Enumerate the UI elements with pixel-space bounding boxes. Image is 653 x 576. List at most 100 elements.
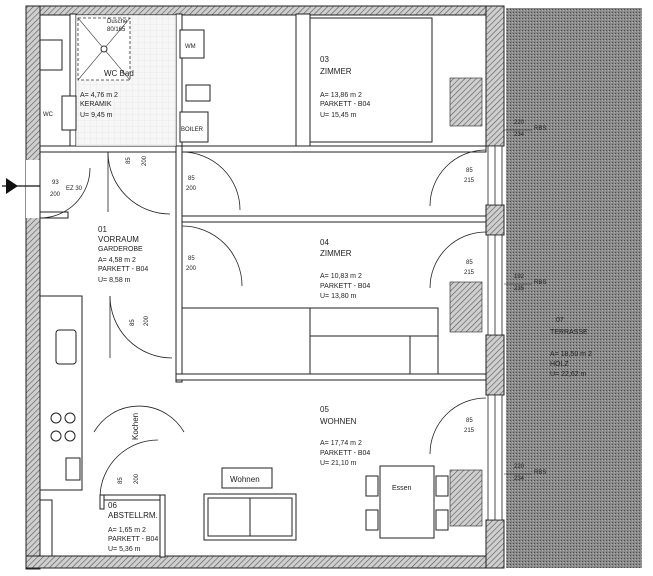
blinds-wohnen bbox=[449, 469, 483, 527]
wall-right-2 bbox=[485, 204, 505, 236]
chair-2 bbox=[365, 509, 379, 531]
z2-window-h: 215 bbox=[464, 270, 475, 276]
bad-door-h: 200 bbox=[142, 155, 148, 166]
toilet bbox=[39, 39, 63, 71]
kitchen-sink bbox=[55, 329, 77, 365]
wohnen-name: WOHNEN bbox=[320, 417, 357, 426]
fridge bbox=[65, 457, 81, 481]
bad-floor: KERAMIK bbox=[80, 101, 112, 108]
wohnen-window-w: 85 bbox=[466, 418, 473, 424]
bad-door-w: 85 bbox=[126, 157, 132, 164]
bad-area: A= 4,76 m 2 bbox=[80, 92, 118, 99]
entry-door-w: 93 bbox=[52, 180, 59, 186]
z1-window-w: 85 bbox=[466, 168, 473, 174]
hob-icon bbox=[50, 412, 76, 442]
z1-door-w: 85 bbox=[188, 176, 195, 182]
wall-right-4 bbox=[485, 519, 505, 569]
entry-door-ez: EZ 30 bbox=[66, 186, 83, 192]
abstell-shelf bbox=[39, 499, 53, 557]
zimmer-03-floor: PARKETT - B04 bbox=[320, 101, 370, 108]
wohnen-furniture-label: Wohnen bbox=[230, 475, 260, 484]
abstell-door-h: 200 bbox=[134, 473, 140, 484]
vorraum-sub: GARDEROBE bbox=[98, 246, 143, 253]
wc-cistern bbox=[61, 95, 77, 131]
entry-door-h: 200 bbox=[50, 192, 61, 198]
elev-b-tag: RBS bbox=[534, 280, 546, 286]
shower-size: 80/165 bbox=[107, 27, 126, 33]
wc-label: WC bbox=[43, 112, 54, 118]
blinds-z1 bbox=[449, 77, 483, 127]
z2-door-w: 85 bbox=[188, 256, 195, 262]
abstell-perimeter: U= 5,36 m bbox=[108, 546, 141, 553]
door-swing-bad bbox=[107, 151, 171, 215]
door-swing-z2 bbox=[181, 225, 243, 287]
dining-table bbox=[379, 465, 435, 539]
elev-c-top: 220 bbox=[514, 464, 525, 470]
elev-a-tag: RBS bbox=[534, 126, 546, 132]
window-frames bbox=[487, 145, 503, 521]
door-swing-z1 bbox=[181, 151, 241, 211]
kitchen-counter bbox=[39, 295, 83, 491]
wall-left bbox=[25, 5, 41, 570]
z1-door-h: 200 bbox=[186, 186, 197, 192]
wohnen-floor: PARKETT - B04 bbox=[320, 450, 370, 457]
wall-top bbox=[25, 5, 505, 16]
vorraum-perimeter: U= 8,58 m bbox=[98, 277, 131, 284]
elev-c-tag: RBS bbox=[534, 470, 546, 476]
abstell-name: ABSTELLRM. bbox=[108, 511, 158, 520]
window-swing-z2 bbox=[429, 231, 487, 289]
zimmer-04-floor: PARKETT - B04 bbox=[320, 283, 370, 290]
shower-drain-icon bbox=[100, 45, 108, 53]
terrasse-name: TERRASSE bbox=[550, 329, 588, 336]
vr-door-h: 200 bbox=[144, 315, 150, 326]
vr-door-w: 85 bbox=[130, 319, 136, 326]
zimmer-03-area: A= 13,86 m 2 bbox=[320, 92, 362, 99]
vorraum-area: A= 4,58 m 2 bbox=[98, 257, 136, 264]
chair-4 bbox=[435, 509, 449, 531]
zimmer-04-area: A= 10,83 m 2 bbox=[320, 273, 362, 280]
elev-b-bottom: 235 bbox=[514, 286, 525, 292]
wohnen-number: 05 bbox=[320, 405, 329, 414]
bad-perimeter: U= 9,45 m bbox=[80, 112, 113, 119]
interior-walls bbox=[39, 13, 487, 558]
zimmer-04-number: 04 bbox=[320, 238, 329, 247]
wall-right-1 bbox=[485, 5, 505, 147]
door-swing-abstell bbox=[99, 439, 159, 497]
wall-right-3 bbox=[485, 334, 505, 396]
window-swing-z1 bbox=[429, 149, 487, 207]
washing-machine bbox=[179, 29, 205, 59]
terrasse-number: 07 bbox=[556, 317, 564, 324]
wohnen-window-h: 215 bbox=[464, 428, 475, 434]
essen-label: Essen bbox=[392, 485, 412, 492]
elev-a-bottom: 234 bbox=[514, 132, 525, 138]
wohnen-perimeter: U= 21,10 m bbox=[320, 460, 357, 467]
terrasse-floor: HOLZ bbox=[550, 361, 569, 368]
z1-window-h: 215 bbox=[464, 178, 475, 184]
sink bbox=[185, 84, 211, 102]
kochen-label: Kochen bbox=[131, 413, 140, 440]
wm-label: WM bbox=[185, 44, 196, 50]
wohnen-area: A= 17,74 m 2 bbox=[320, 440, 362, 447]
elev-a-top: 220 bbox=[514, 120, 525, 126]
terrasse-perimeter: U= 22,62 m bbox=[550, 371, 587, 378]
window-swing-wohnen bbox=[429, 397, 487, 455]
door-swing-entry bbox=[39, 167, 91, 219]
elev-c-bottom: 234 bbox=[514, 476, 525, 482]
door-swing-kitchen bbox=[93, 405, 185, 433]
abstell-door-w: 85 bbox=[118, 477, 124, 484]
vorraum-number: 01 bbox=[98, 225, 107, 234]
elev-b-top: 192 bbox=[514, 274, 525, 280]
wohnen-label-box bbox=[221, 467, 273, 489]
terrace-area bbox=[506, 8, 642, 568]
boiler-label: BOILER bbox=[181, 127, 204, 133]
door-swing-vorraum bbox=[109, 295, 173, 359]
vorraum-floor: PARKETT - B04 bbox=[98, 266, 148, 273]
boiler bbox=[179, 111, 209, 143]
abstell-floor: PARKETT - B04 bbox=[108, 536, 158, 543]
vorraum-name: VORRAUM bbox=[98, 235, 139, 244]
chair-1 bbox=[365, 475, 379, 497]
z2-door-h: 200 bbox=[186, 266, 197, 272]
zimmer-04-name: ZIMMER bbox=[320, 249, 352, 258]
blinds-z2 bbox=[449, 281, 483, 333]
